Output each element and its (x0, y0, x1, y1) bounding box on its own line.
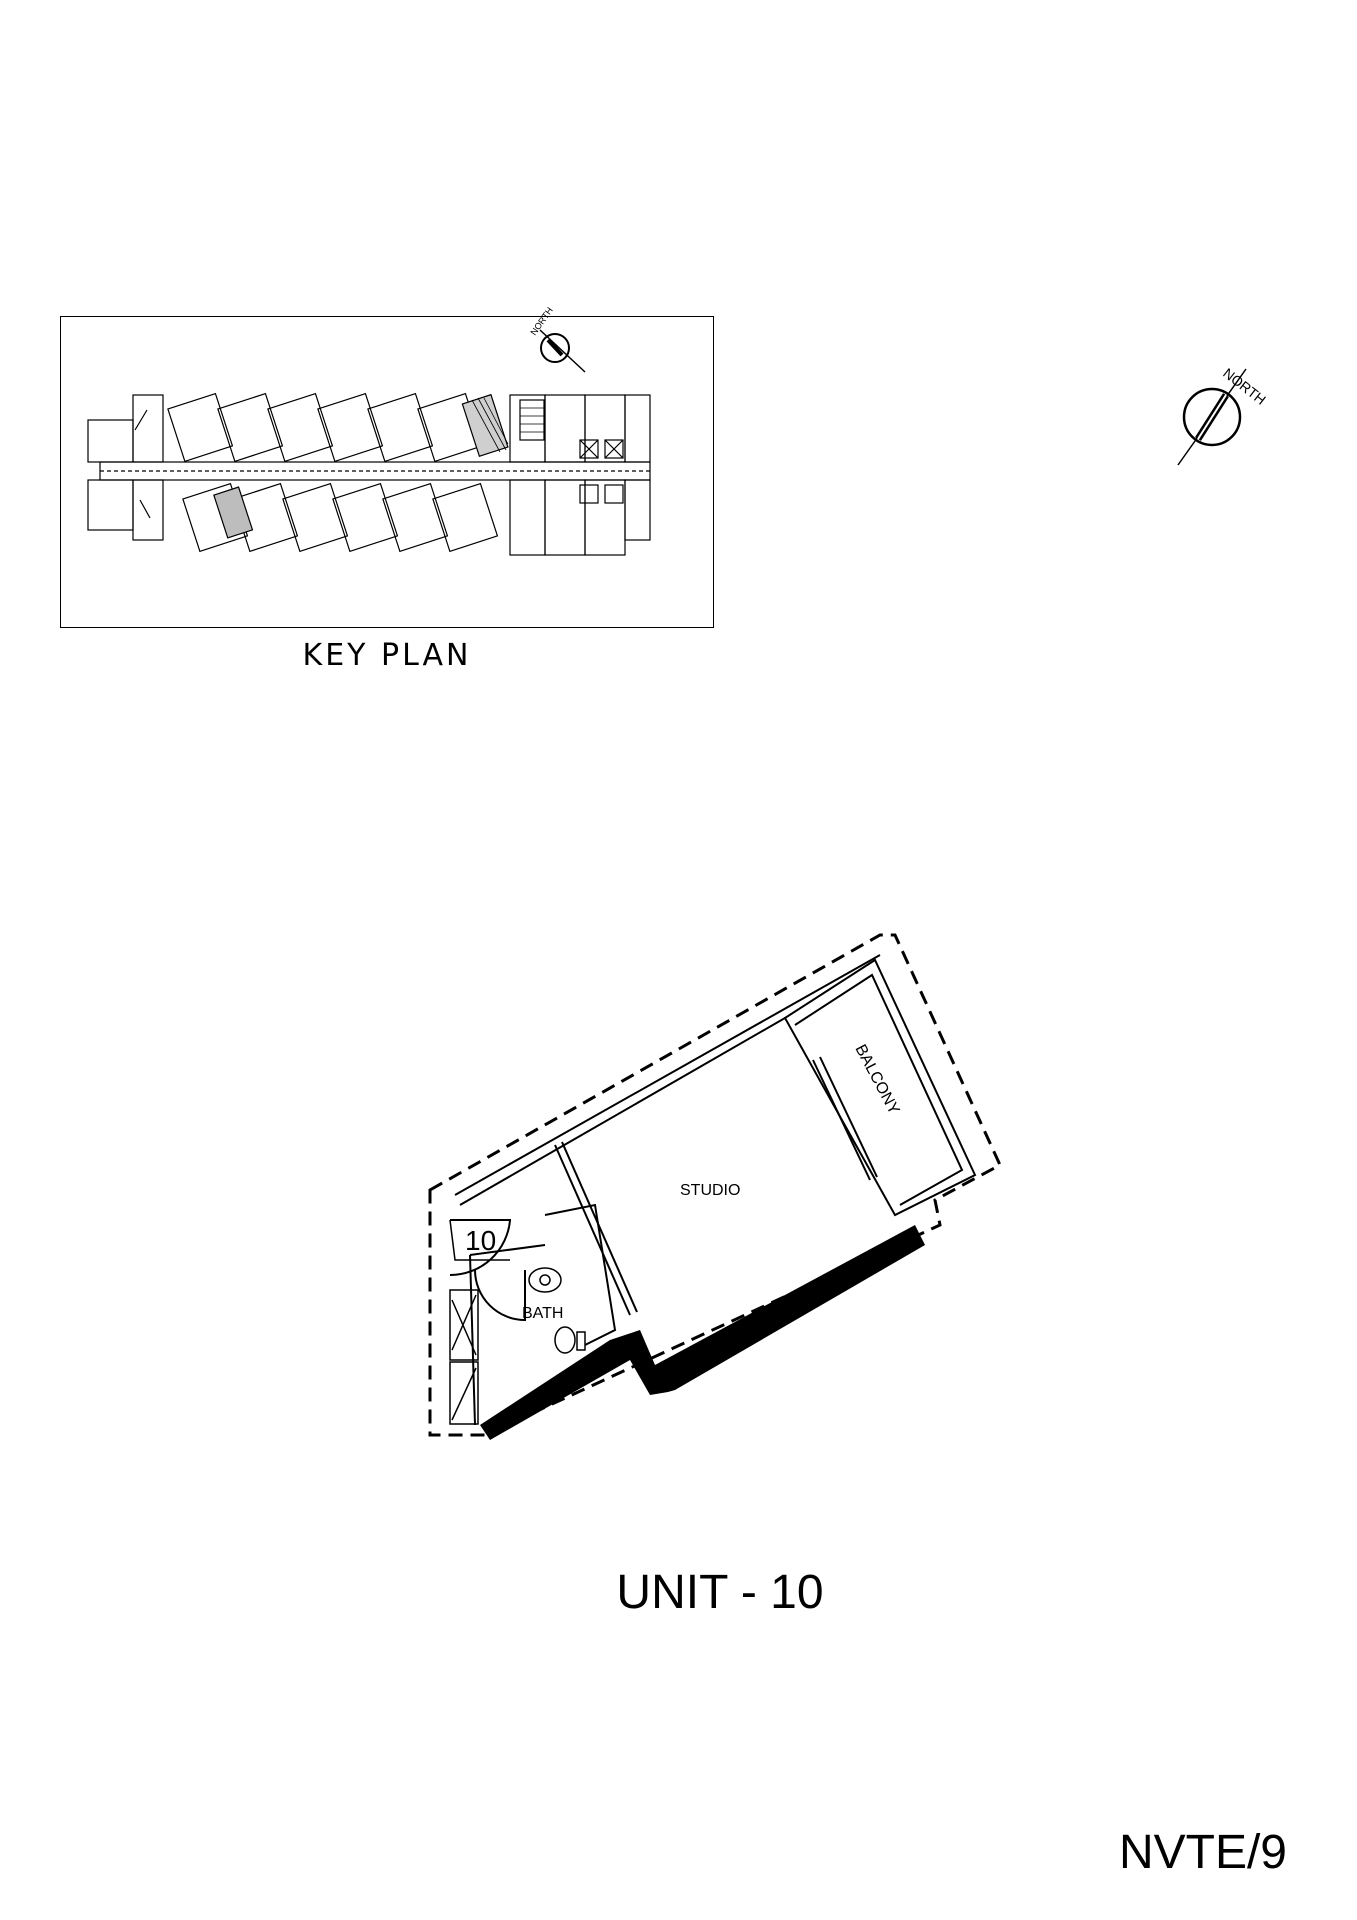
unit-floor-plan: 10 STUDIO BALCONY BATH (428, 933, 1002, 1440)
key-plan-north-icon: NORTH (528, 305, 586, 373)
north-arrow-icon: NORTH (1177, 365, 1269, 466)
unit-boundary (428, 933, 1002, 1437)
bath-fixtures (528, 1267, 586, 1354)
key-plan-frame (60, 316, 714, 628)
north-arrow: NORTH (1177, 365, 1269, 466)
room-label-studio: STUDIO (680, 1182, 740, 1199)
room-label-balcony: BALCONY (851, 1042, 902, 1118)
key-plan-drawing: NORTH (87, 305, 651, 556)
unit-number-tag: 10 (449, 1219, 510, 1261)
key-plan-caption: KEY PLAN (302, 638, 472, 673)
unit-title: UNIT - 10 (616, 1566, 824, 1619)
sheet-number: NVTE/9 (1118, 1826, 1287, 1879)
unit-number-label: 10 (465, 1225, 496, 1256)
room-label-bath: BATH (522, 1305, 563, 1322)
unit-exterior-wall (480, 1225, 925, 1440)
key-plan-building (87, 392, 651, 556)
